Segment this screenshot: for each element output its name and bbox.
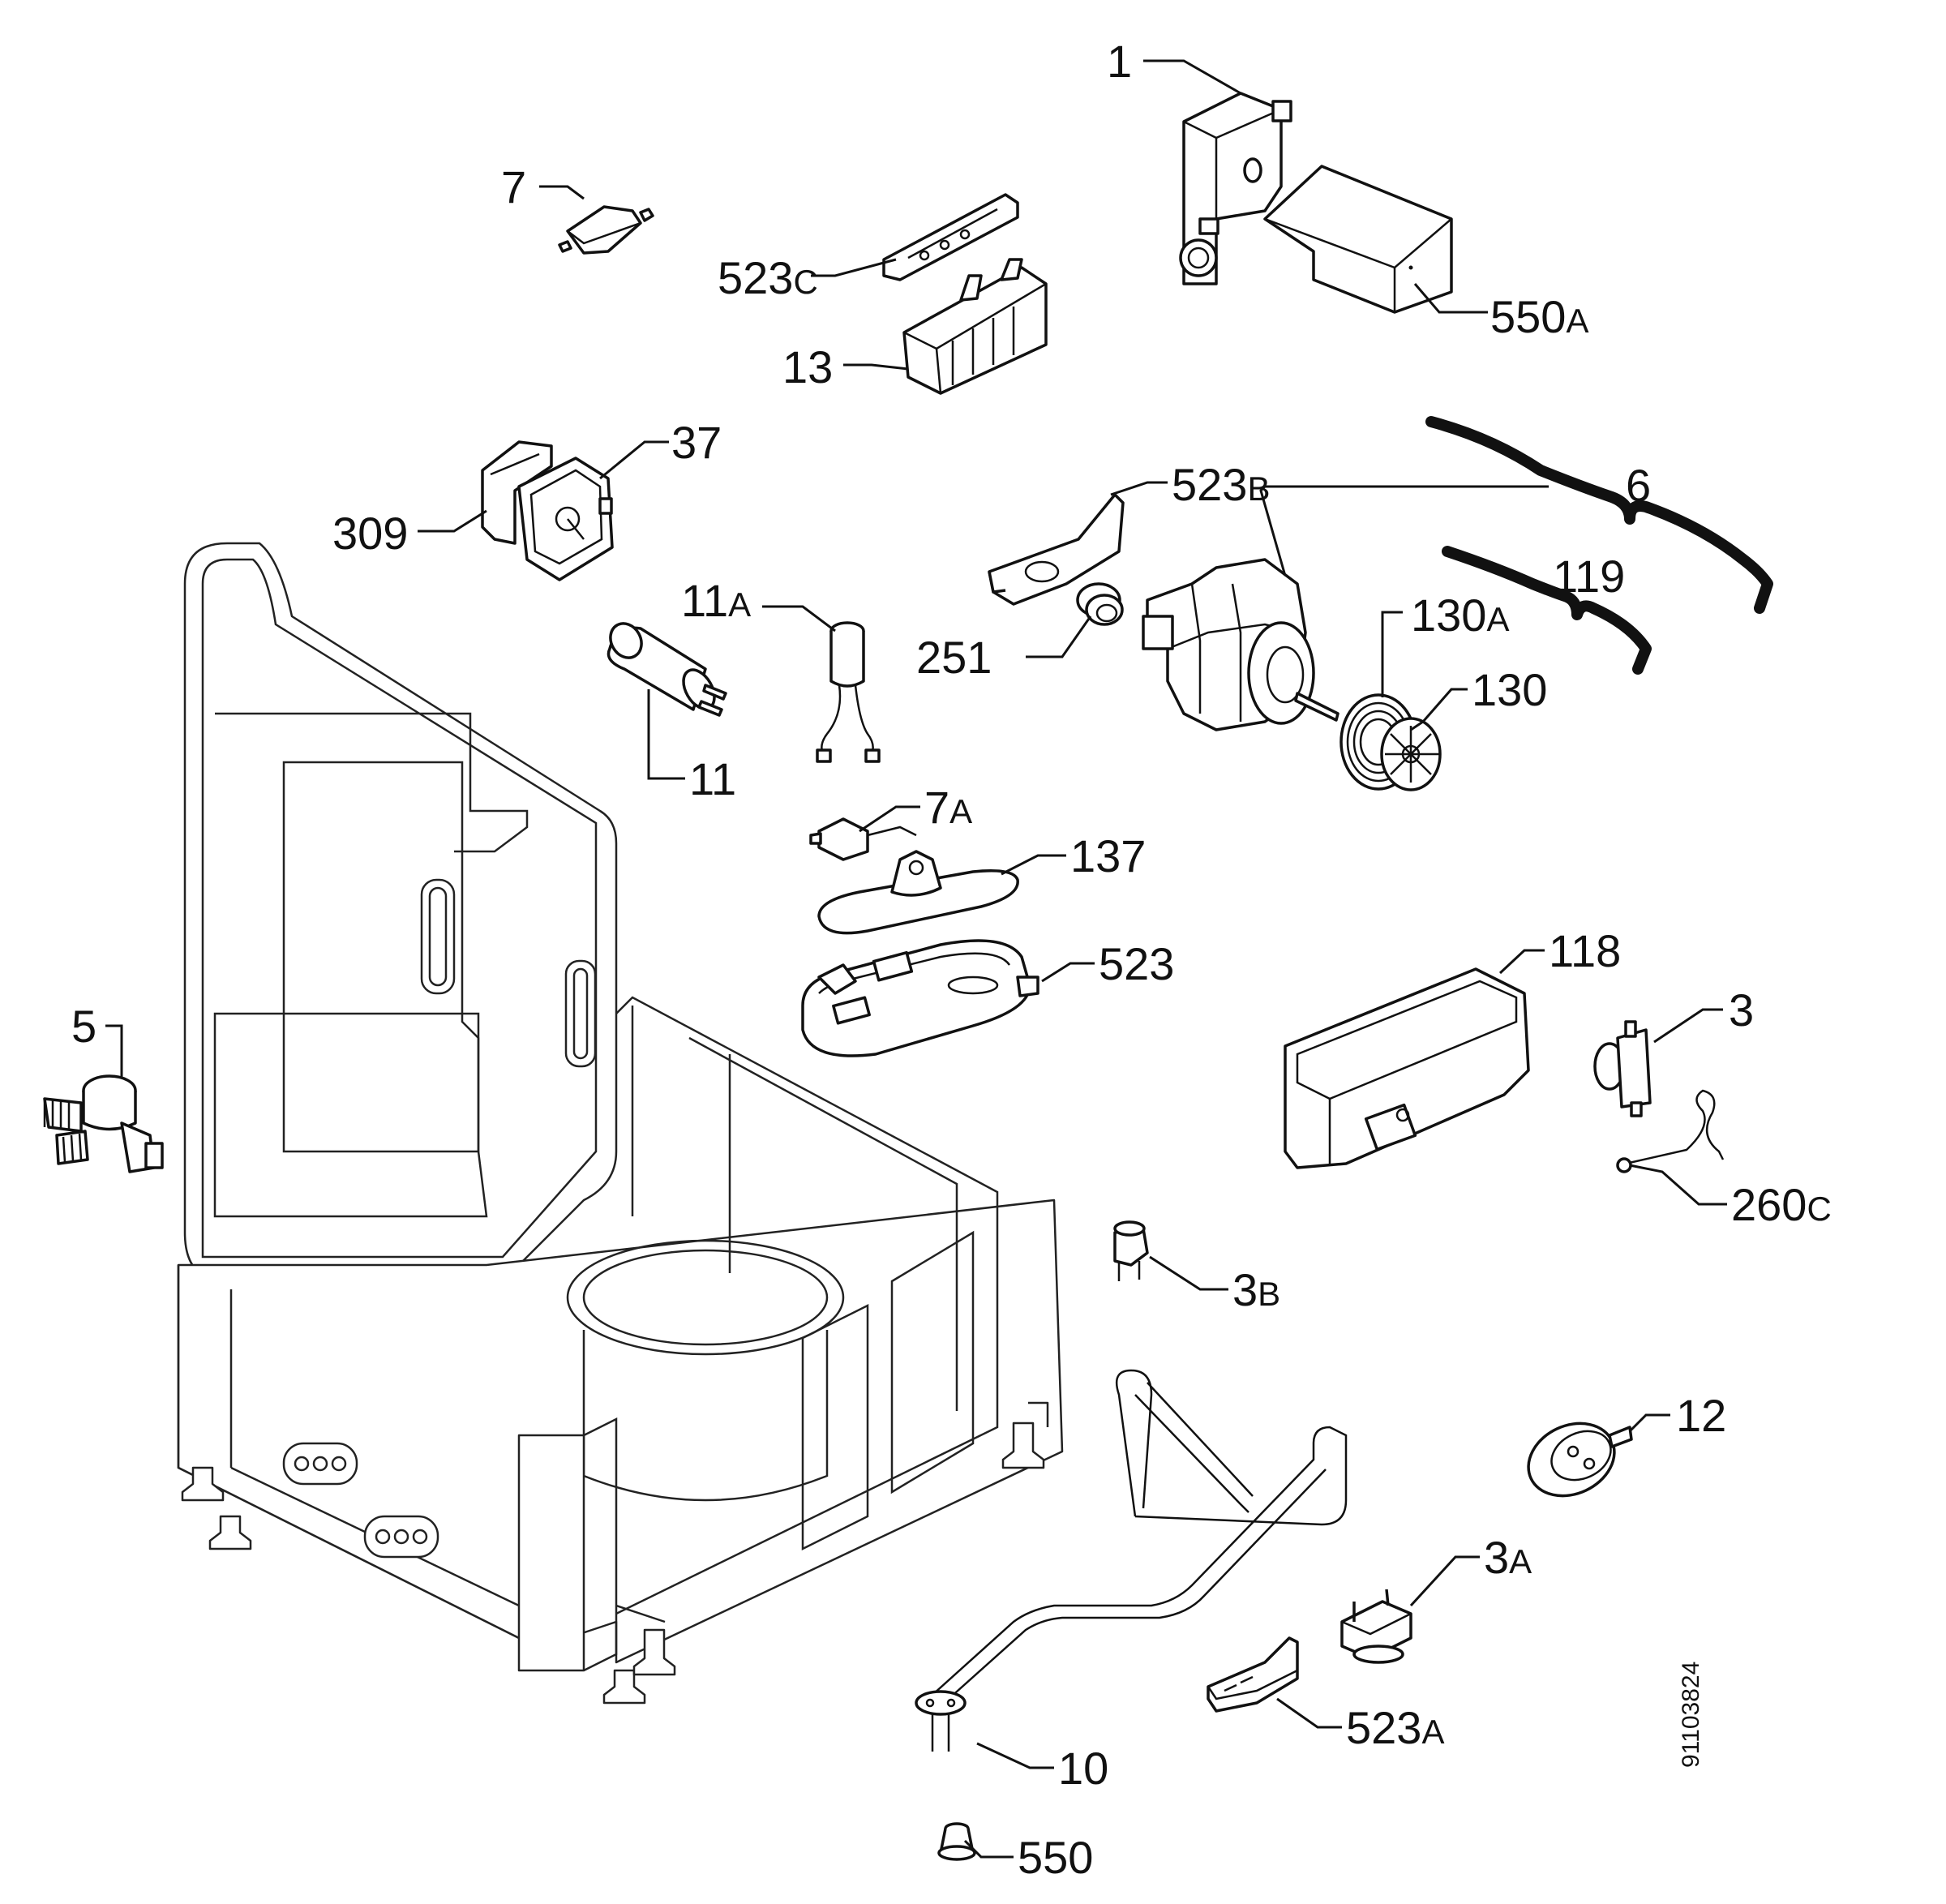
part-550A-cover-box — [1263, 165, 1453, 314]
label-523B: 523B — [1172, 459, 1270, 510]
part-523C-connector — [882, 193, 1019, 281]
label-7A: 7A — [924, 782, 972, 833]
document-number: 91103824 — [1678, 1662, 1704, 1768]
part-523A-bracket — [1207, 1636, 1299, 1713]
part-137-sump-cover — [817, 850, 1019, 935]
part-11A-suppressor — [816, 621, 881, 763]
brace-119 — [1442, 546, 1652, 675]
label-130-num: 130 — [1472, 664, 1547, 715]
label-13-num: 13 — [782, 341, 833, 392]
label-11: 11 — [689, 753, 736, 804]
label-523B-num: 523 — [1172, 459, 1247, 510]
part-523B-bracket — [988, 493, 1125, 606]
part-37-relay — [517, 457, 614, 581]
label-309-num: 309 — [332, 508, 408, 559]
part-7-fuse — [558, 205, 654, 255]
label-5: 5 — [71, 1001, 96, 1052]
label-13: 13 — [782, 341, 833, 392]
label-130A-num: 130 — [1411, 590, 1486, 641]
leader-lines — [105, 59, 1727, 1859]
label-12: 12 — [1676, 1390, 1726, 1441]
label-11A-suffix: A — [728, 585, 751, 624]
label-1-num: 1 — [1107, 36, 1132, 87]
label-550: 550 — [1018, 1832, 1093, 1883]
part-10-heating-element — [915, 1369, 1348, 1752]
part-3B-thermostat — [1113, 1220, 1149, 1281]
part-11-capacitor — [607, 622, 727, 717]
part-3-thermostat — [1593, 1020, 1652, 1117]
part-5-inlet-valve — [43, 1074, 164, 1173]
dishwasher-frame — [177, 542, 1064, 1705]
label-11A-num: 11 — [681, 575, 728, 626]
part-550-grommet — [937, 1822, 976, 1861]
label-251-num: 251 — [916, 632, 992, 683]
label-3B-num: 3 — [1232, 1264, 1258, 1315]
label-3B: 3B — [1232, 1264, 1280, 1315]
callout-labels: 1 550A 7 523C 13 37 309 523B 6 119 11A 2… — [71, 36, 1832, 1883]
label-3: 3 — [1729, 984, 1754, 1036]
label-3A-suffix: A — [1509, 1542, 1532, 1580]
label-137-num: 137 — [1070, 830, 1146, 881]
label-3-num: 3 — [1729, 984, 1754, 1036]
part-118-heater-housing — [1284, 967, 1530, 1169]
label-10: 10 — [1058, 1743, 1108, 1794]
label-523C: 523C — [718, 252, 818, 303]
label-37-num: 37 — [671, 417, 722, 468]
label-11-num: 11 — [689, 753, 736, 804]
label-523A: 523A — [1346, 1702, 1444, 1753]
label-7A-suffix: A — [949, 792, 972, 830]
label-251: 251 — [916, 632, 992, 683]
label-7: 7 — [501, 161, 526, 212]
part-13-terminal-block — [902, 258, 1048, 395]
part-523-sump — [801, 939, 1039, 1057]
part-6-motor — [1142, 558, 1339, 731]
part-3A-thermostat — [1340, 1589, 1412, 1664]
part-130-impeller — [1380, 717, 1442, 791]
label-523B-suffix: B — [1247, 470, 1270, 508]
label-130A-suffix: A — [1486, 600, 1509, 638]
label-550A-suffix: A — [1566, 302, 1588, 340]
part-309-bracket — [481, 440, 553, 545]
label-118-num: 118 — [1549, 925, 1621, 976]
label-6-num: 6 — [1626, 460, 1651, 511]
label-7A-num: 7 — [924, 782, 949, 833]
label-11A: 11A — [681, 575, 751, 626]
label-523-num: 523 — [1099, 938, 1174, 989]
label-523C-num: 523 — [718, 252, 793, 303]
part-251-bushing — [1076, 582, 1124, 626]
part-1-programmer — [1179, 92, 1292, 285]
label-550A: 550A — [1490, 291, 1588, 342]
label-3A: 3A — [1484, 1532, 1532, 1583]
part-7A-sensor — [809, 817, 917, 861]
label-523A-num: 523 — [1346, 1702, 1421, 1753]
label-550A-num: 550 — [1490, 291, 1566, 342]
label-12-num: 12 — [1676, 1390, 1726, 1441]
label-1: 1 — [1107, 36, 1132, 87]
label-119-num: 119 — [1553, 551, 1625, 602]
label-7-num: 7 — [501, 161, 526, 212]
label-6: 6 — [1626, 460, 1651, 511]
label-523: 523 — [1099, 938, 1174, 989]
label-119: 119 — [1553, 551, 1625, 602]
label-3A-num: 3 — [1484, 1532, 1509, 1583]
label-130A: 130A — [1411, 590, 1509, 641]
label-260C-suffix: C — [1807, 1190, 1831, 1228]
label-130: 130 — [1472, 664, 1547, 715]
label-260C: 260C — [1731, 1179, 1832, 1230]
label-550-num: 550 — [1018, 1832, 1093, 1883]
label-523C-suffix: C — [793, 263, 817, 301]
label-3B-suffix: B — [1258, 1275, 1280, 1313]
label-118: 118 — [1549, 925, 1621, 976]
label-309: 309 — [332, 508, 408, 559]
label-260C-num: 260 — [1731, 1179, 1807, 1230]
part-12-pressure-switch — [1527, 1422, 1633, 1498]
brace-6 — [1425, 416, 1773, 614]
label-5-num: 5 — [71, 1001, 96, 1052]
label-523A-suffix: A — [1421, 1713, 1444, 1751]
label-37: 37 — [671, 417, 722, 468]
label-10-num: 10 — [1058, 1743, 1108, 1794]
label-137: 137 — [1070, 830, 1146, 881]
